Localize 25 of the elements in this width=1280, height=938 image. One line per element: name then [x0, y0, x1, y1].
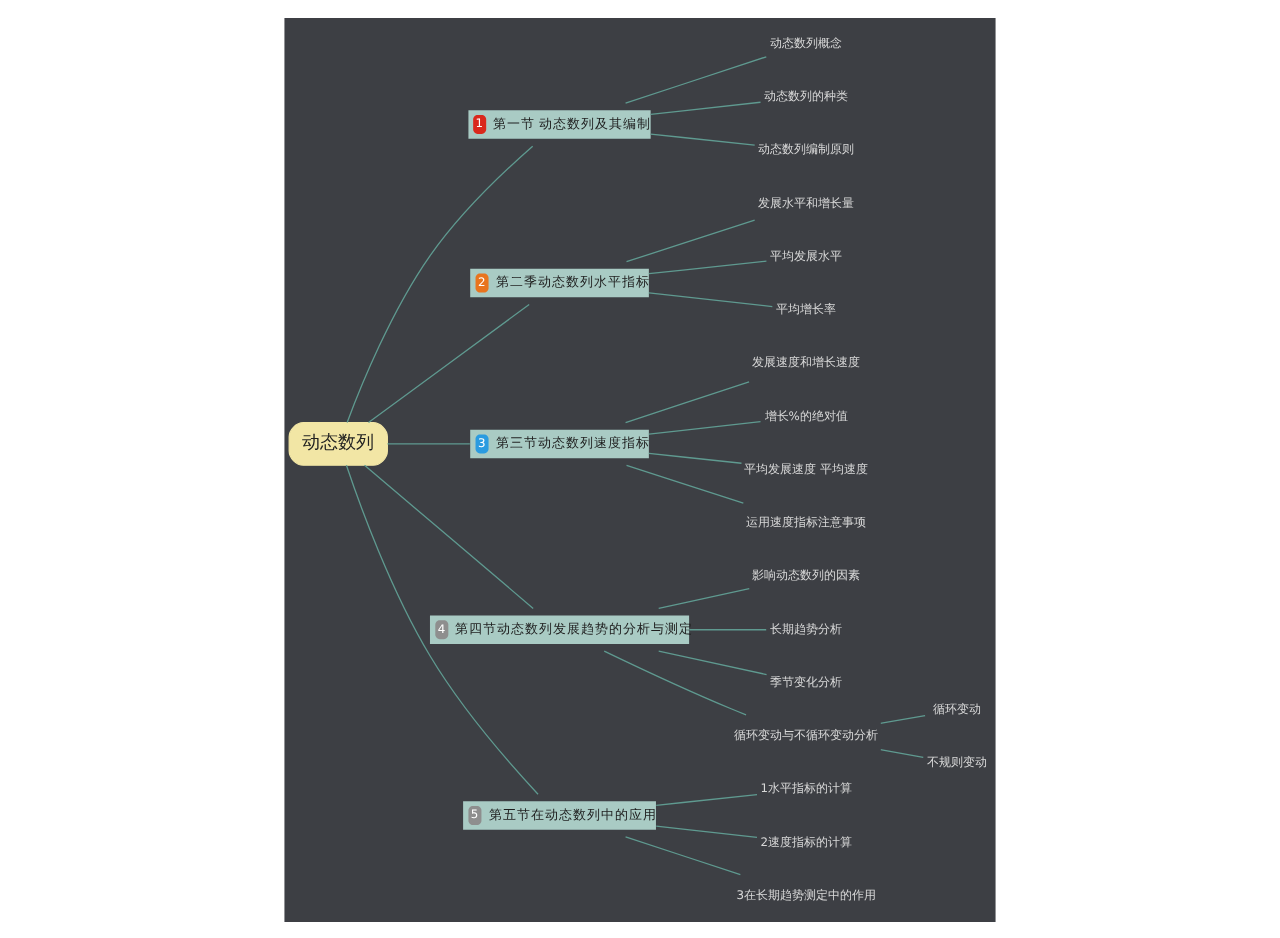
- connector: [658, 587, 750, 609]
- connector: [648, 420, 762, 434]
- connector: [648, 259, 768, 274]
- connector: [688, 628, 767, 630]
- connector: [624, 55, 767, 103]
- connector: [346, 144, 534, 423]
- connector: [625, 218, 756, 262]
- connector: [655, 824, 758, 837]
- connector: [345, 463, 539, 794]
- connector: [880, 748, 924, 758]
- connector: [624, 380, 750, 423]
- connector: [650, 132, 756, 145]
- connector: [625, 463, 744, 503]
- node-box: 动态数列: [288, 421, 388, 465]
- connector: [624, 835, 741, 875]
- connector: [386, 442, 471, 444]
- connector: [650, 100, 762, 115]
- connector: [880, 713, 926, 723]
- connector: [658, 649, 768, 675]
- connector: [363, 463, 534, 609]
- connector: [655, 792, 758, 805]
- connector: [648, 291, 773, 307]
- connector: [648, 451, 743, 463]
- connector: [367, 302, 530, 423]
- connector: [603, 649, 747, 715]
